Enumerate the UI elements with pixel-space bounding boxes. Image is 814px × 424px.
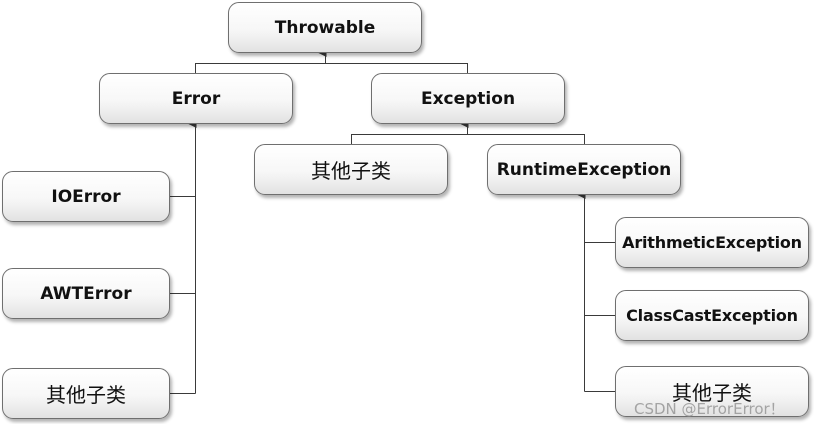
node-ioerror-label: IOError [51, 186, 121, 207]
node-exception-other-subclasses: 其他子类 [254, 144, 448, 195]
node-error: Error [99, 73, 293, 124]
edge-other2-to-exception [351, 134, 468, 144]
edge-error-to-throwable [195, 63, 326, 73]
node-error-other-label: 其他子类 [46, 383, 126, 407]
node-runtime-other-subclasses: 其他子类 [615, 366, 809, 417]
edge-runtime-to-exception [467, 134, 585, 144]
node-arithmetic-exception: ArithmeticException [615, 217, 809, 268]
node-exception: Exception [371, 73, 565, 124]
node-throwable-label: Throwable [274, 17, 376, 38]
node-awterror: AWTError [2, 268, 170, 319]
csdn-watermark: CSDN @ErrorError！ [634, 400, 785, 418]
node-runtime-label: RuntimeException [496, 159, 672, 180]
node-ioerror: IOError [2, 171, 170, 222]
node-awterror-label: AWTError [40, 283, 132, 304]
node-classcast-exception: ClassCastException [615, 290, 809, 341]
node-error-label: Error [171, 88, 221, 109]
node-exception-other-label: 其他子类 [311, 159, 391, 183]
node-runtime-exception: RuntimeException [487, 144, 681, 195]
node-exception-label: Exception [420, 88, 516, 109]
node-runtime-other-label: 其他子类 [672, 381, 752, 405]
node-throwable: Throwable [228, 2, 422, 53]
node-classcast-label: ClassCastException [626, 306, 798, 325]
node-error-other-subclasses: 其他子类 [2, 368, 170, 419]
edge-exception-to-throwable [325, 63, 468, 73]
node-arithmetic-label: ArithmeticException [622, 233, 802, 252]
